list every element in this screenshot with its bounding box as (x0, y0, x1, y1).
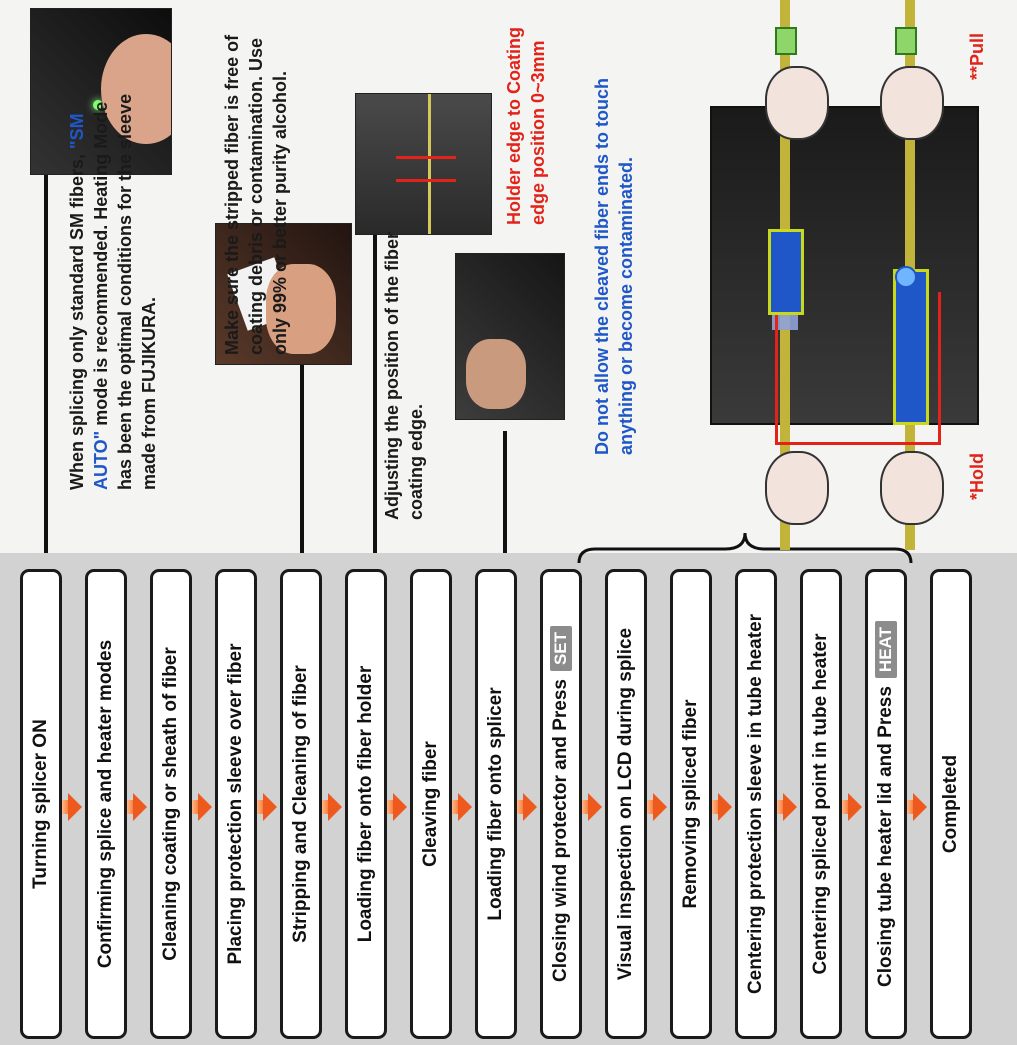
procedure-step: Stripping and Cleaning of fiber (280, 569, 322, 1039)
procedure-step: Cleaning coating or sheath of fiber (150, 569, 192, 1039)
edge-marker (396, 156, 456, 182)
splice-point-marker (895, 266, 917, 288)
move-arrow-lower (893, 269, 929, 425)
step-label: Loading fiber onto splicer (485, 687, 507, 920)
flow-arrow-icon (588, 793, 602, 821)
procedure-step: Completed (930, 569, 972, 1039)
procedure-step: Placing protection sleeve over fiber (215, 569, 257, 1039)
flow-arrow-icon (458, 793, 472, 821)
procedure-step: Closing tube heater lid and Press HEAT (865, 569, 907, 1039)
heat-steps-brace (575, 527, 915, 567)
step-label: Stripping and Cleaning of fiber (290, 665, 312, 943)
step-label: Centering spliced point in tube heater (810, 634, 832, 975)
hand-hold-right (880, 451, 944, 525)
pull-arrow-icon (895, 27, 917, 55)
connector-loading (503, 431, 507, 553)
hand-pull-right (880, 66, 944, 140)
key-badge: HEAT (875, 621, 897, 678)
pull-arrow-icon (775, 27, 797, 55)
procedure-step: Centering protection sleeve in tube heat… (735, 569, 777, 1039)
step-label: Completed (940, 755, 962, 853)
modes-note-post: mode is recommended. Heating Mode has be… (91, 94, 159, 490)
step-label: Confirming splice and heater modes (95, 640, 117, 968)
step-label: Visual inspection on LCD during splice (615, 628, 637, 980)
step-label: Turning splicer ON (30, 719, 52, 889)
flow-arrow-icon (848, 793, 862, 821)
connector-holder (373, 231, 377, 553)
flow-arrow-icon (523, 793, 537, 821)
step-label: Cleaving fiber (420, 741, 442, 867)
step-label: Placing protection sleeve over fiber (225, 644, 247, 965)
pull-label: **Pull (965, 0, 989, 80)
step-label: Loading fiber onto fiber holder (355, 666, 377, 943)
flow-arrow-icon (393, 793, 407, 821)
modes-note-pre: When splicing only standard SM fibers, (67, 149, 87, 490)
key-badge: SET (550, 626, 572, 671)
hand-hold-left (765, 451, 829, 525)
flow-arrow-icon (68, 793, 82, 821)
procedure-step: Visual inspection on LCD during splice (605, 569, 647, 1039)
modes-note: When splicing only standard SM fibers, "… (65, 70, 161, 490)
holder-note: Adjusting the position of the fiber coat… (380, 220, 428, 520)
cleaved-fiber-note: Do not allow the cleaved fiber ends to t… (590, 35, 638, 455)
step-label: Closing tube heater lid and Press (875, 686, 897, 987)
procedure-step: Cleaving fiber (410, 569, 452, 1039)
procedure-step: Confirming splice and heater modes (85, 569, 127, 1039)
procedure-step: Turning splicer ON (20, 569, 62, 1039)
flow-arrow-icon (913, 793, 927, 821)
move-arrow-upper (768, 229, 804, 315)
flow-arrow-icon (718, 793, 732, 821)
hand-pull-left (765, 66, 829, 140)
procedure-step: Loading fiber onto fiber holder (345, 569, 387, 1039)
step-label: Removing spliced fiber (680, 699, 702, 908)
hand (466, 339, 526, 409)
procedure-step: Centering spliced point in tube heater (800, 569, 842, 1039)
hold-label: *Hold (965, 420, 989, 500)
stripping-note: Make sure the stripped fiber is free of … (220, 0, 292, 355)
step-label: Cleaning coating or sheath of fiber (160, 647, 182, 961)
flow-arrow-icon (133, 793, 147, 821)
flow-arrow-icon (263, 793, 277, 821)
flow-arrow-icon (783, 793, 797, 821)
holder-edge-note: Holder edge to Coating edge position 0~3… (502, 5, 550, 225)
step-label: Closing wind protector and Press (550, 679, 572, 982)
flow-arrow-icon (653, 793, 667, 821)
loading-splicer-photo (455, 253, 565, 420)
flow-arrow-icon (198, 793, 212, 821)
procedure-step: Closing wind protector and Press SET (540, 569, 582, 1039)
flow-arrow-icon (328, 793, 342, 821)
procedure-step: Loading fiber onto splicer (475, 569, 517, 1039)
holder-edge-photo (355, 93, 492, 235)
step-label: Centering protection sleeve in tube heat… (745, 614, 767, 994)
procedure-step: Removing spliced fiber (670, 569, 712, 1039)
